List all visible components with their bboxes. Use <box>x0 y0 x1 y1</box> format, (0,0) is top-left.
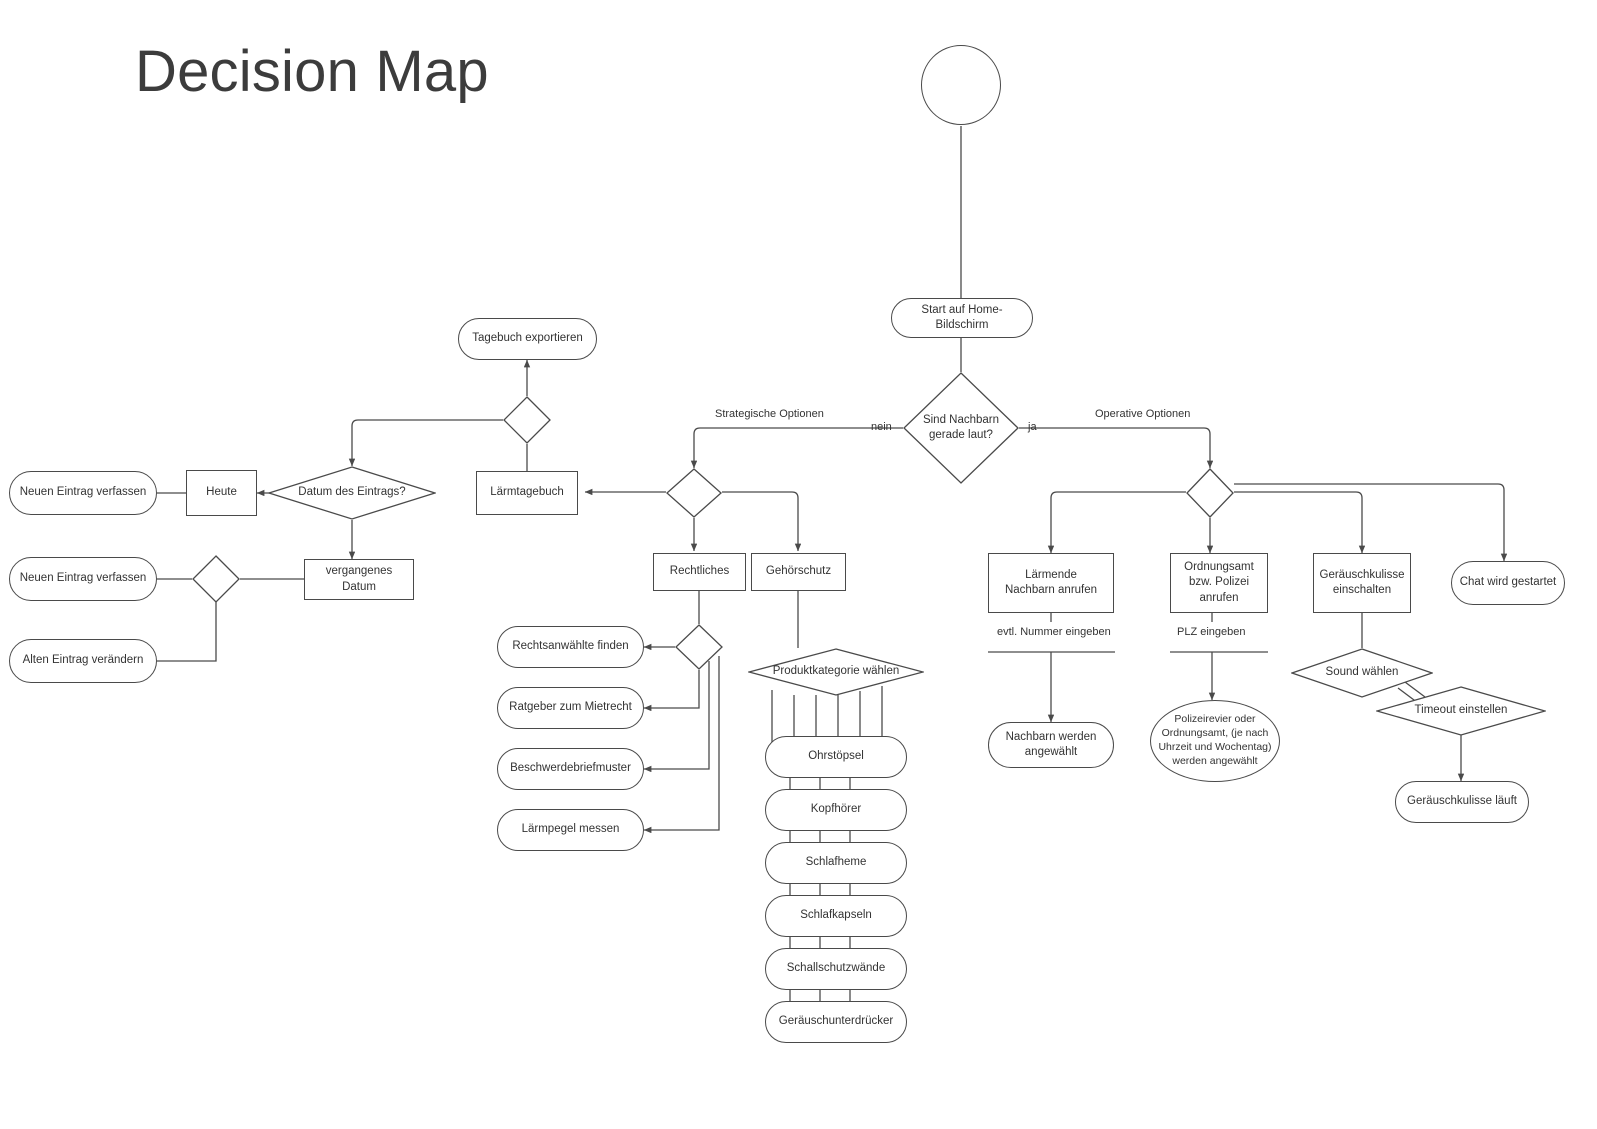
node-chat-started[interactable]: Chat wird gestartet <box>1451 561 1565 605</box>
diamond-shape <box>268 466 436 520</box>
node-hearing-protection[interactable]: Gehörschutz <box>751 553 846 591</box>
node-start[interactable] <box>921 45 1001 125</box>
node-past-date[interactable]: vergangenes Datum <box>304 559 414 600</box>
node-operative-split[interactable] <box>1186 468 1234 518</box>
node-legal-split[interactable] <box>675 624 723 670</box>
node-start-home-screen[interactable]: Start auf Home-Bildschirm <box>891 298 1033 338</box>
node-product-sleep-capsules[interactable]: Schlafkapseln <box>765 895 907 937</box>
node-export-diary[interactable]: Tagebuch exportieren <box>458 318 597 360</box>
diamond-shape <box>503 396 551 444</box>
node-police-station-dialed[interactable]: Polizeirevier oder Ordnungsamt, (je nach… <box>1150 700 1280 782</box>
diamond-shape <box>1186 468 1234 518</box>
diamond-shape <box>675 624 723 670</box>
node-measure-noise-level[interactable]: Lärmpegel messen <box>497 809 644 851</box>
diamond-shape <box>1376 686 1546 736</box>
node-tenancy-guide[interactable]: Ratgeber zum Mietrecht <box>497 687 644 729</box>
node-past-entry-split[interactable] <box>192 555 240 603</box>
node-edit-old-entry[interactable]: Alten Eintrag verändern <box>9 639 157 683</box>
node-noise-diary[interactable]: Lärmtagebuch <box>476 471 578 515</box>
node-product-sound-walls[interactable]: Schallschutzwände <box>765 948 907 990</box>
diamond-shape <box>1291 648 1433 698</box>
edge-label-enter-number: evtl. Nummer eingeben <box>997 626 1111 638</box>
page-title: Decision Map <box>135 39 489 104</box>
node-diary-split[interactable] <box>503 396 551 444</box>
node-ambience-running[interactable]: Geräuschkulisse läuft <box>1395 781 1529 823</box>
node-product-sleep-theme[interactable]: Schlafheme <box>765 842 907 884</box>
edge-label-enter-zip: PLZ eingeben <box>1177 626 1246 638</box>
diamond-shape <box>192 555 240 603</box>
node-new-entry-today[interactable]: Neuen Eintrag verfassen <box>9 471 157 515</box>
node-legal[interactable]: Rechtliches <box>653 553 746 591</box>
node-complaint-letter-template[interactable]: Beschwerdebriefmuster <box>497 748 644 790</box>
edge-label-operative-options: Operative Optionen <box>1095 408 1191 420</box>
node-neighbours-dialed[interactable]: Nachbarn werden angewählt <box>988 722 1114 768</box>
node-product-headphones[interactable]: Kopfhörer <box>765 789 907 831</box>
node-today[interactable]: Heute <box>186 470 257 516</box>
node-turn-on-ambience[interactable]: Geräuschkulisse einschalten <box>1313 553 1411 613</box>
diamond-shape <box>748 648 924 696</box>
edge-label-nein: nein <box>871 421 892 433</box>
edge-label-strategic-options: Strategische Optionen <box>715 408 824 420</box>
node-strategic-split[interactable] <box>666 468 722 518</box>
node-find-lawyers[interactable]: Rechtsanwählte finden <box>497 626 644 668</box>
node-set-timeout[interactable]: Timeout einstellen <box>1376 686 1546 736</box>
node-entry-date[interactable]: Datum des Eintrags? <box>268 466 436 520</box>
node-new-entry-past[interactable]: Neuen Eintrag verfassen <box>9 557 157 601</box>
node-call-authority-police[interactable]: Ordnungsamt bzw. Polizei anrufen <box>1170 553 1268 613</box>
node-are-neighbours-loud[interactable]: Sind Nachbarn gerade laut? <box>903 372 1019 484</box>
node-product-noise-cancellers[interactable]: Geräuschunterdrücker <box>765 1001 907 1043</box>
node-choose-product-category[interactable]: Produktkategorie wählen <box>748 648 924 696</box>
node-product-earplugs[interactable]: Ohrstöpsel <box>765 736 907 778</box>
diamond-shape <box>903 372 1019 484</box>
diamond-shape <box>666 468 722 518</box>
node-call-loud-neighbours[interactable]: Lärmende Nachbarn anrufen <box>988 553 1114 613</box>
edge-label-ja: ja <box>1028 421 1037 433</box>
